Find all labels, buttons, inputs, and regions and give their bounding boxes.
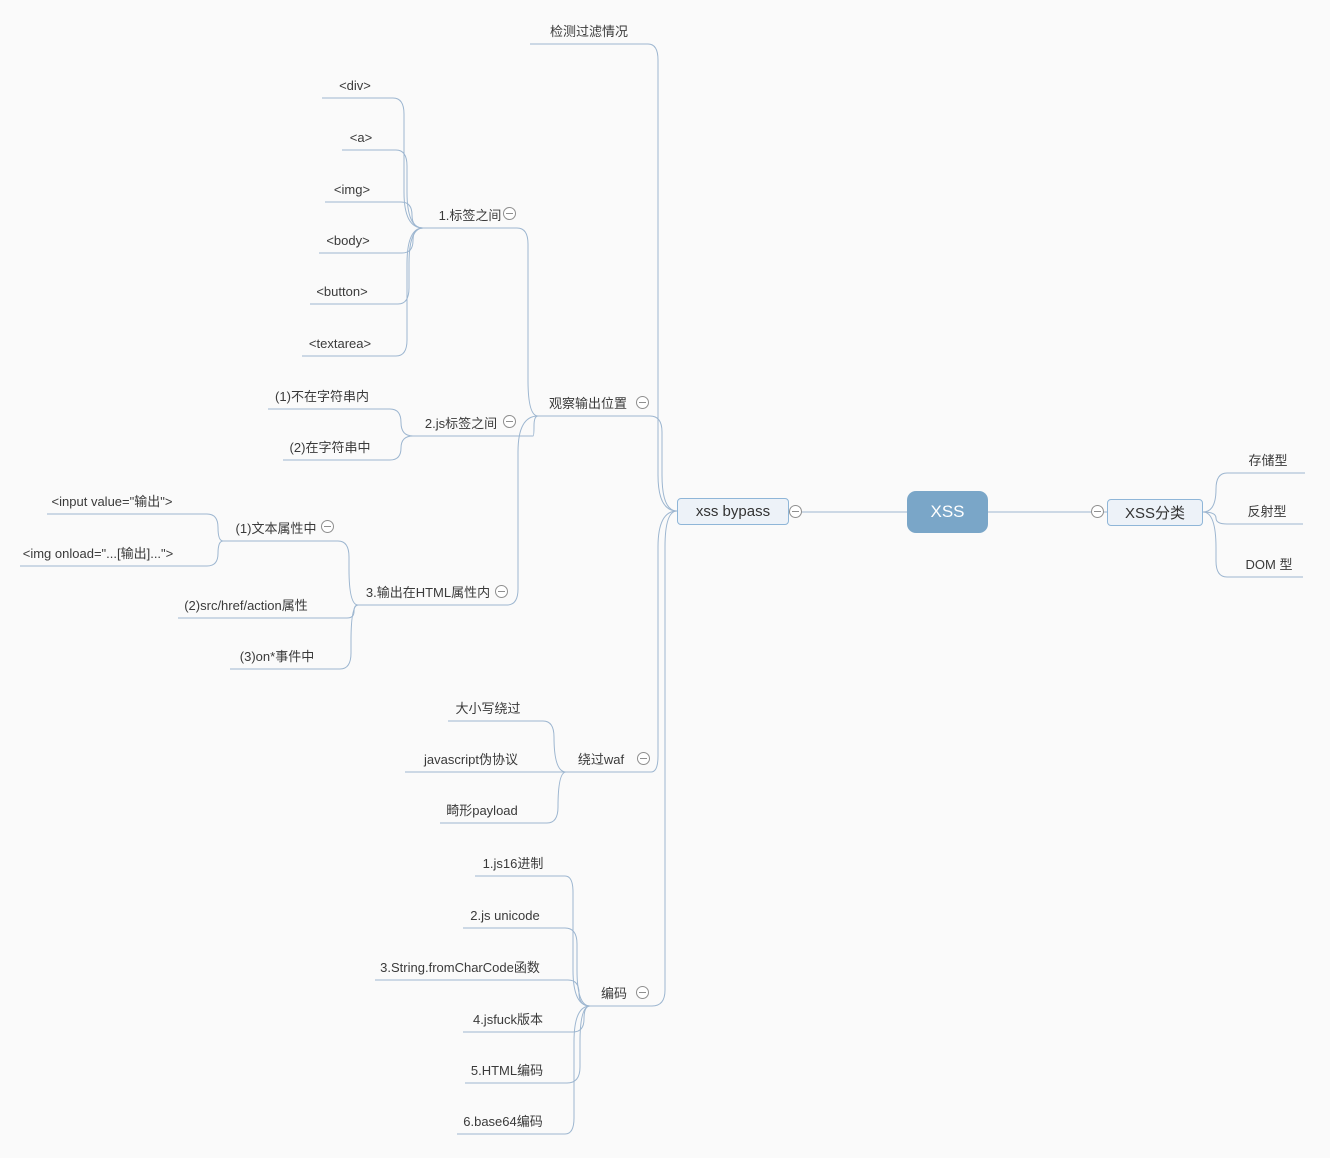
root-node-xss[interactable]: XSS — [907, 491, 988, 533]
connector-encode — [590, 510, 678, 1007]
node-label-store-type[interactable]: 存储型 — [1248, 453, 1288, 468]
node-label-html-encode[interactable]: 5.HTML编码 — [470, 1063, 544, 1078]
node-label-case-bypass[interactable]: 大小写绕过 — [455, 701, 521, 716]
connector-js-between — [413, 415, 539, 437]
node-label-not-in-string[interactable]: (1)不在字符串内 — [275, 389, 369, 404]
connector-not-in-string — [268, 408, 414, 437]
node-label-src-href-action[interactable]: (2)src/href/action属性 — [184, 598, 308, 613]
collapse-minus-icon-js-between[interactable] — [503, 415, 516, 428]
connector-tag-div — [322, 97, 424, 229]
node-xss-category[interactable]: XSS分类 — [1107, 499, 1203, 526]
connector-in-string — [283, 435, 414, 461]
collapse-minus-icon-bypass-waf[interactable] — [637, 752, 650, 765]
node-label-html-attr[interactable]: 3.输出在HTML属性内 — [365, 585, 491, 600]
node-label-encode[interactable]: 编码 — [600, 986, 628, 1001]
connector-case-bypass — [448, 720, 567, 773]
node-label-tag-body[interactable]: <body> — [326, 233, 370, 248]
node-label-jsfuck[interactable]: 4.jsfuck版本 — [472, 1012, 544, 1027]
node-label-dom-type[interactable]: DOM 型 — [1245, 557, 1293, 572]
connector-tag-textarea — [302, 227, 424, 357]
connector-base64 — [457, 1005, 591, 1135]
collapse-minus-icon-observe-output[interactable] — [636, 396, 649, 409]
node-label-tag-button[interactable]: <button> — [316, 284, 368, 299]
node-label-bypass-waf[interactable]: 绕过waf — [577, 752, 625, 767]
connector-js16 — [475, 875, 591, 1007]
connector-text-attr — [223, 540, 359, 606]
connector-dom-type — [1202, 511, 1303, 578]
connector-malformed-payload — [440, 771, 567, 824]
connector-fromcharcode — [375, 979, 591, 1007]
node-label-observe-output[interactable]: 观察输出位置 — [548, 396, 628, 411]
collapse-minus-icon-xss-category[interactable] — [1091, 505, 1104, 518]
node-label-in-string[interactable]: (2)在字符串中 — [289, 440, 371, 455]
connector-js-unicode — [463, 927, 591, 1007]
node-label-text-attr[interactable]: (1)文本属性中 — [235, 521, 317, 536]
node-xss-bypass[interactable]: xss bypass — [677, 498, 789, 525]
node-label-fromcharcode[interactable]: 3.String.fromCharCode函数 — [380, 960, 540, 975]
node-label-js-pseudo[interactable]: javascript伪协议 — [424, 752, 518, 767]
node-label-reflect-type[interactable]: 反射型 — [1247, 504, 1287, 519]
collapse-minus-icon-xss-bypass[interactable] — [789, 505, 802, 518]
node-label-detect-filter[interactable]: 检测过滤情况 — [549, 24, 629, 39]
connector-on-event — [230, 604, 359, 670]
connector-store-type — [1202, 472, 1305, 513]
node-label-tag-div[interactable]: <div> — [339, 78, 371, 93]
node-label-between-tags[interactable]: 1.标签之间 — [438, 208, 502, 223]
connector-between-tags — [423, 227, 539, 417]
connector-input-value — [47, 513, 224, 542]
node-label-base64[interactable]: 6.base64编码 — [463, 1114, 543, 1129]
connector-tag-button — [310, 227, 424, 305]
node-label-js-unicode[interactable]: 2.js unicode — [470, 908, 540, 923]
node-label-js-between[interactable]: 2.js标签之间 — [424, 416, 498, 431]
connector-tag-img — [325, 201, 424, 229]
connector-bypass-waf — [566, 510, 678, 773]
node-label-tag-img[interactable]: <img> — [333, 182, 371, 197]
collapse-minus-icon-html-attr[interactable] — [495, 585, 508, 598]
collapse-minus-icon-encode[interactable] — [636, 986, 649, 999]
connector-reflect-type — [1202, 511, 1303, 525]
connector-img-onload — [20, 540, 224, 567]
collapse-minus-icon-between-tags[interactable] — [503, 207, 516, 220]
connector-observe-output — [538, 415, 678, 512]
node-label-input-value[interactable]: <input value="输出"> — [51, 494, 173, 509]
node-label-tag-textarea[interactable]: <textarea> — [308, 336, 372, 351]
node-label-on-event[interactable]: (3)on*事件中 — [239, 649, 315, 664]
node-label-tag-a[interactable]: <a> — [349, 130, 373, 145]
collapse-minus-icon-text-attr[interactable] — [321, 520, 334, 533]
connector-detect-filter — [530, 43, 678, 512]
node-label-img-onload[interactable]: <img onload="...[输出]..."> — [22, 546, 174, 561]
connector-html-attr — [358, 415, 539, 606]
node-label-malformed-payload[interactable]: 畸形payload — [446, 803, 518, 818]
node-label-js16[interactable]: 1.js16进制 — [482, 856, 544, 871]
connector-html-encode — [465, 1005, 591, 1084]
